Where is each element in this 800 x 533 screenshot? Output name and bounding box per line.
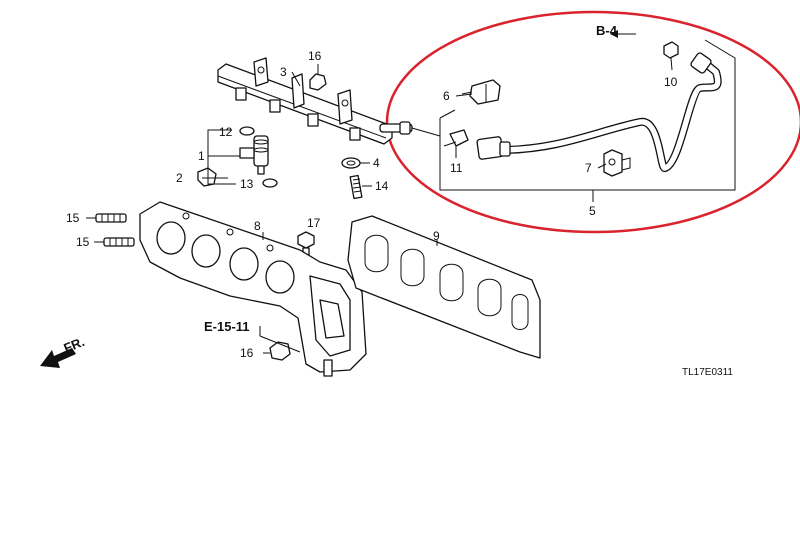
callout-7[interactable]: 7 [585,161,592,175]
callout-17[interactable]: 17 [307,216,321,230]
drawing-code: TL17E0311 [682,367,733,378]
callout-3[interactable]: 3 [280,65,287,79]
callout-15-upper[interactable]: 15 [66,211,80,225]
highlight-ellipse [385,10,800,234]
callout-15-lower[interactable]: 15 [76,235,90,249]
o-ring-upper [239,126,255,136]
fuel-injector [239,135,269,175]
callout-4[interactable]: 4 [373,156,380,170]
reference-b4[interactable]: B-4 [596,23,618,38]
injector-clip [197,167,217,187]
intake-manifold [139,201,367,377]
leader-lines [86,71,607,354]
callout-1[interactable]: 1 [198,149,205,163]
manifold-gasket [347,215,541,359]
callout-2[interactable]: 2 [176,171,183,185]
studs [95,213,135,247]
collar-washer [341,157,361,169]
callout-10[interactable]: 10 [664,75,678,89]
retainer-clip [449,129,469,158]
front-arrow-icon [40,348,76,368]
reference-e1511[interactable]: E-15-11 [204,319,250,334]
callout-9[interactable]: 9 [433,229,440,243]
callout-16-lower[interactable]: 16 [240,346,254,360]
callout-13[interactable]: 13 [240,177,254,191]
callout-12[interactable]: 12 [219,125,233,139]
callout-16-upper[interactable]: 16 [308,49,322,63]
callout-5[interactable]: 5 [589,204,596,218]
callout-8[interactable]: 8 [254,219,261,233]
hose-clamp [603,149,631,177]
rail-nut [309,64,327,91]
stud-bolt [349,174,363,200]
hose-assembly-box [439,39,736,202]
front-label: FR. [62,334,87,356]
manifold-nut [269,341,291,361]
seal-ring-lower [262,178,278,188]
callout-14[interactable]: 14 [375,179,389,193]
callout-11[interactable]: 11 [450,161,463,175]
hose-bolt [663,41,679,71]
fuel-feed-hose [476,52,722,173]
fuel-rail [217,57,441,145]
hose-clamp-clip [461,79,501,105]
callout-6[interactable]: 6 [443,89,450,103]
